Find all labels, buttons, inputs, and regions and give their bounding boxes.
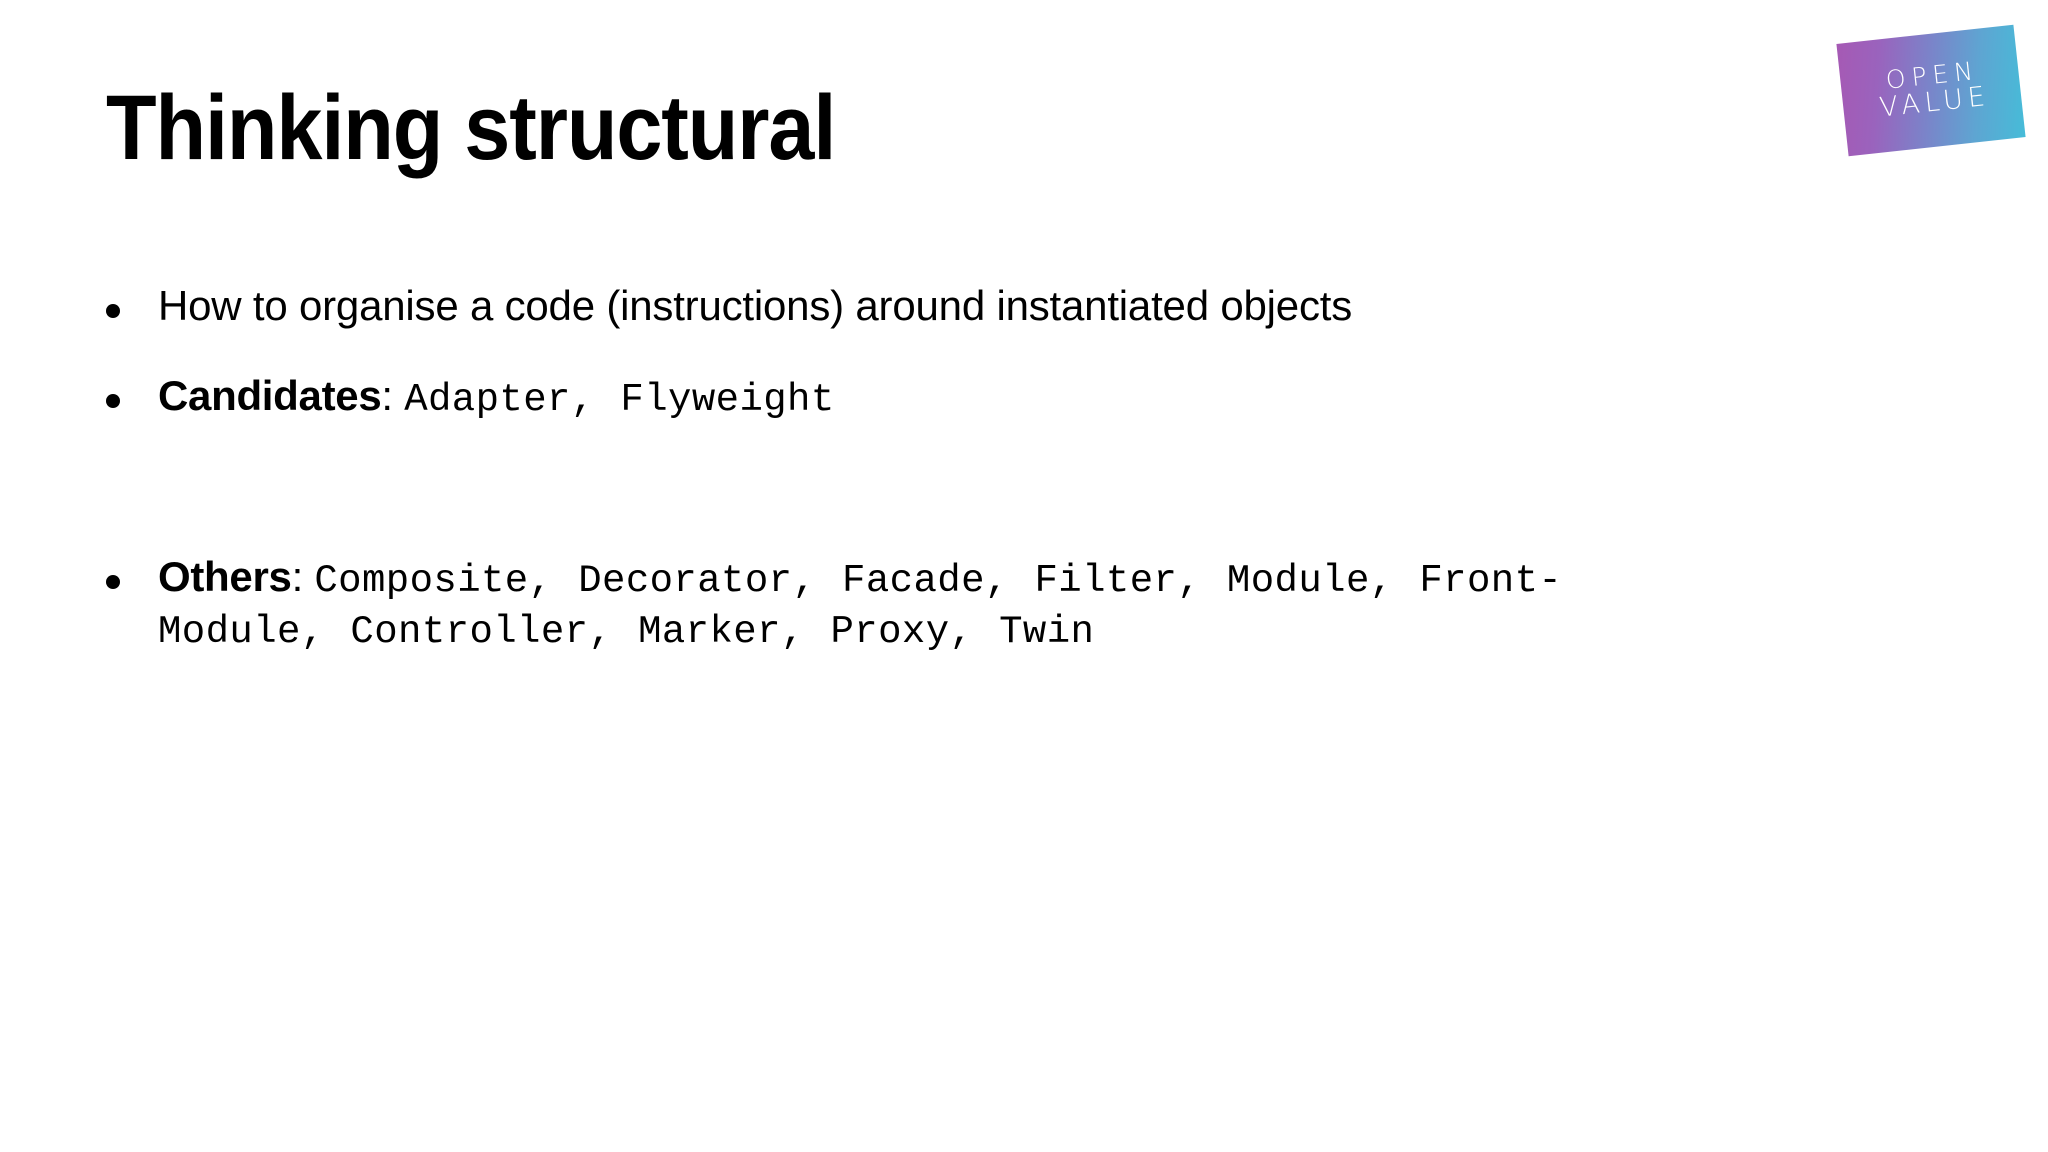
bullet-candidates-values: Adapter, Flyweight bbox=[404, 377, 835, 422]
bullet-list: How to organise a code (instructions) ar… bbox=[106, 282, 1976, 655]
openvalue-logo: OPEN VALUE bbox=[1836, 24, 2026, 157]
bullet-others-label: Others bbox=[158, 552, 292, 600]
bullet-organise-text: How to organise a code (instructions) ar… bbox=[158, 282, 1353, 329]
bullet-spacer-text bbox=[120, 464, 1976, 512]
page-title: Thinking structural bbox=[106, 77, 836, 179]
bullet-candidates: Candidates: Adapter, Flyweight bbox=[120, 372, 1976, 423]
bullet-candidates-separator: : bbox=[381, 371, 394, 419]
bullet-dot-icon bbox=[106, 574, 120, 589]
bullet-others-values: Composite, Decorator, Facade, Filter, Mo… bbox=[314, 558, 1563, 603]
logo-wordmark: OPEN VALUE bbox=[1836, 25, 2025, 157]
list-item-spacer bbox=[106, 464, 1976, 512]
bullet-others: Others: Composite, Decorator, Facade, Fi… bbox=[120, 553, 1976, 655]
bullet-others-separator: : bbox=[291, 552, 304, 600]
list-item: Others: Composite, Decorator, Facade, Fi… bbox=[106, 553, 1976, 655]
bullet-dot-icon bbox=[106, 393, 120, 408]
bullet-candidates-label: Candidates bbox=[158, 371, 382, 419]
list-item: Candidates: Adapter, Flyweight bbox=[106, 372, 1976, 423]
bullet-dot-icon bbox=[106, 304, 120, 318]
list-item: How to organise a code (instructions) ar… bbox=[106, 282, 1976, 331]
bullet-others-values-line2: Module, Controller, Marker, Proxy, Twin bbox=[158, 610, 1095, 655]
